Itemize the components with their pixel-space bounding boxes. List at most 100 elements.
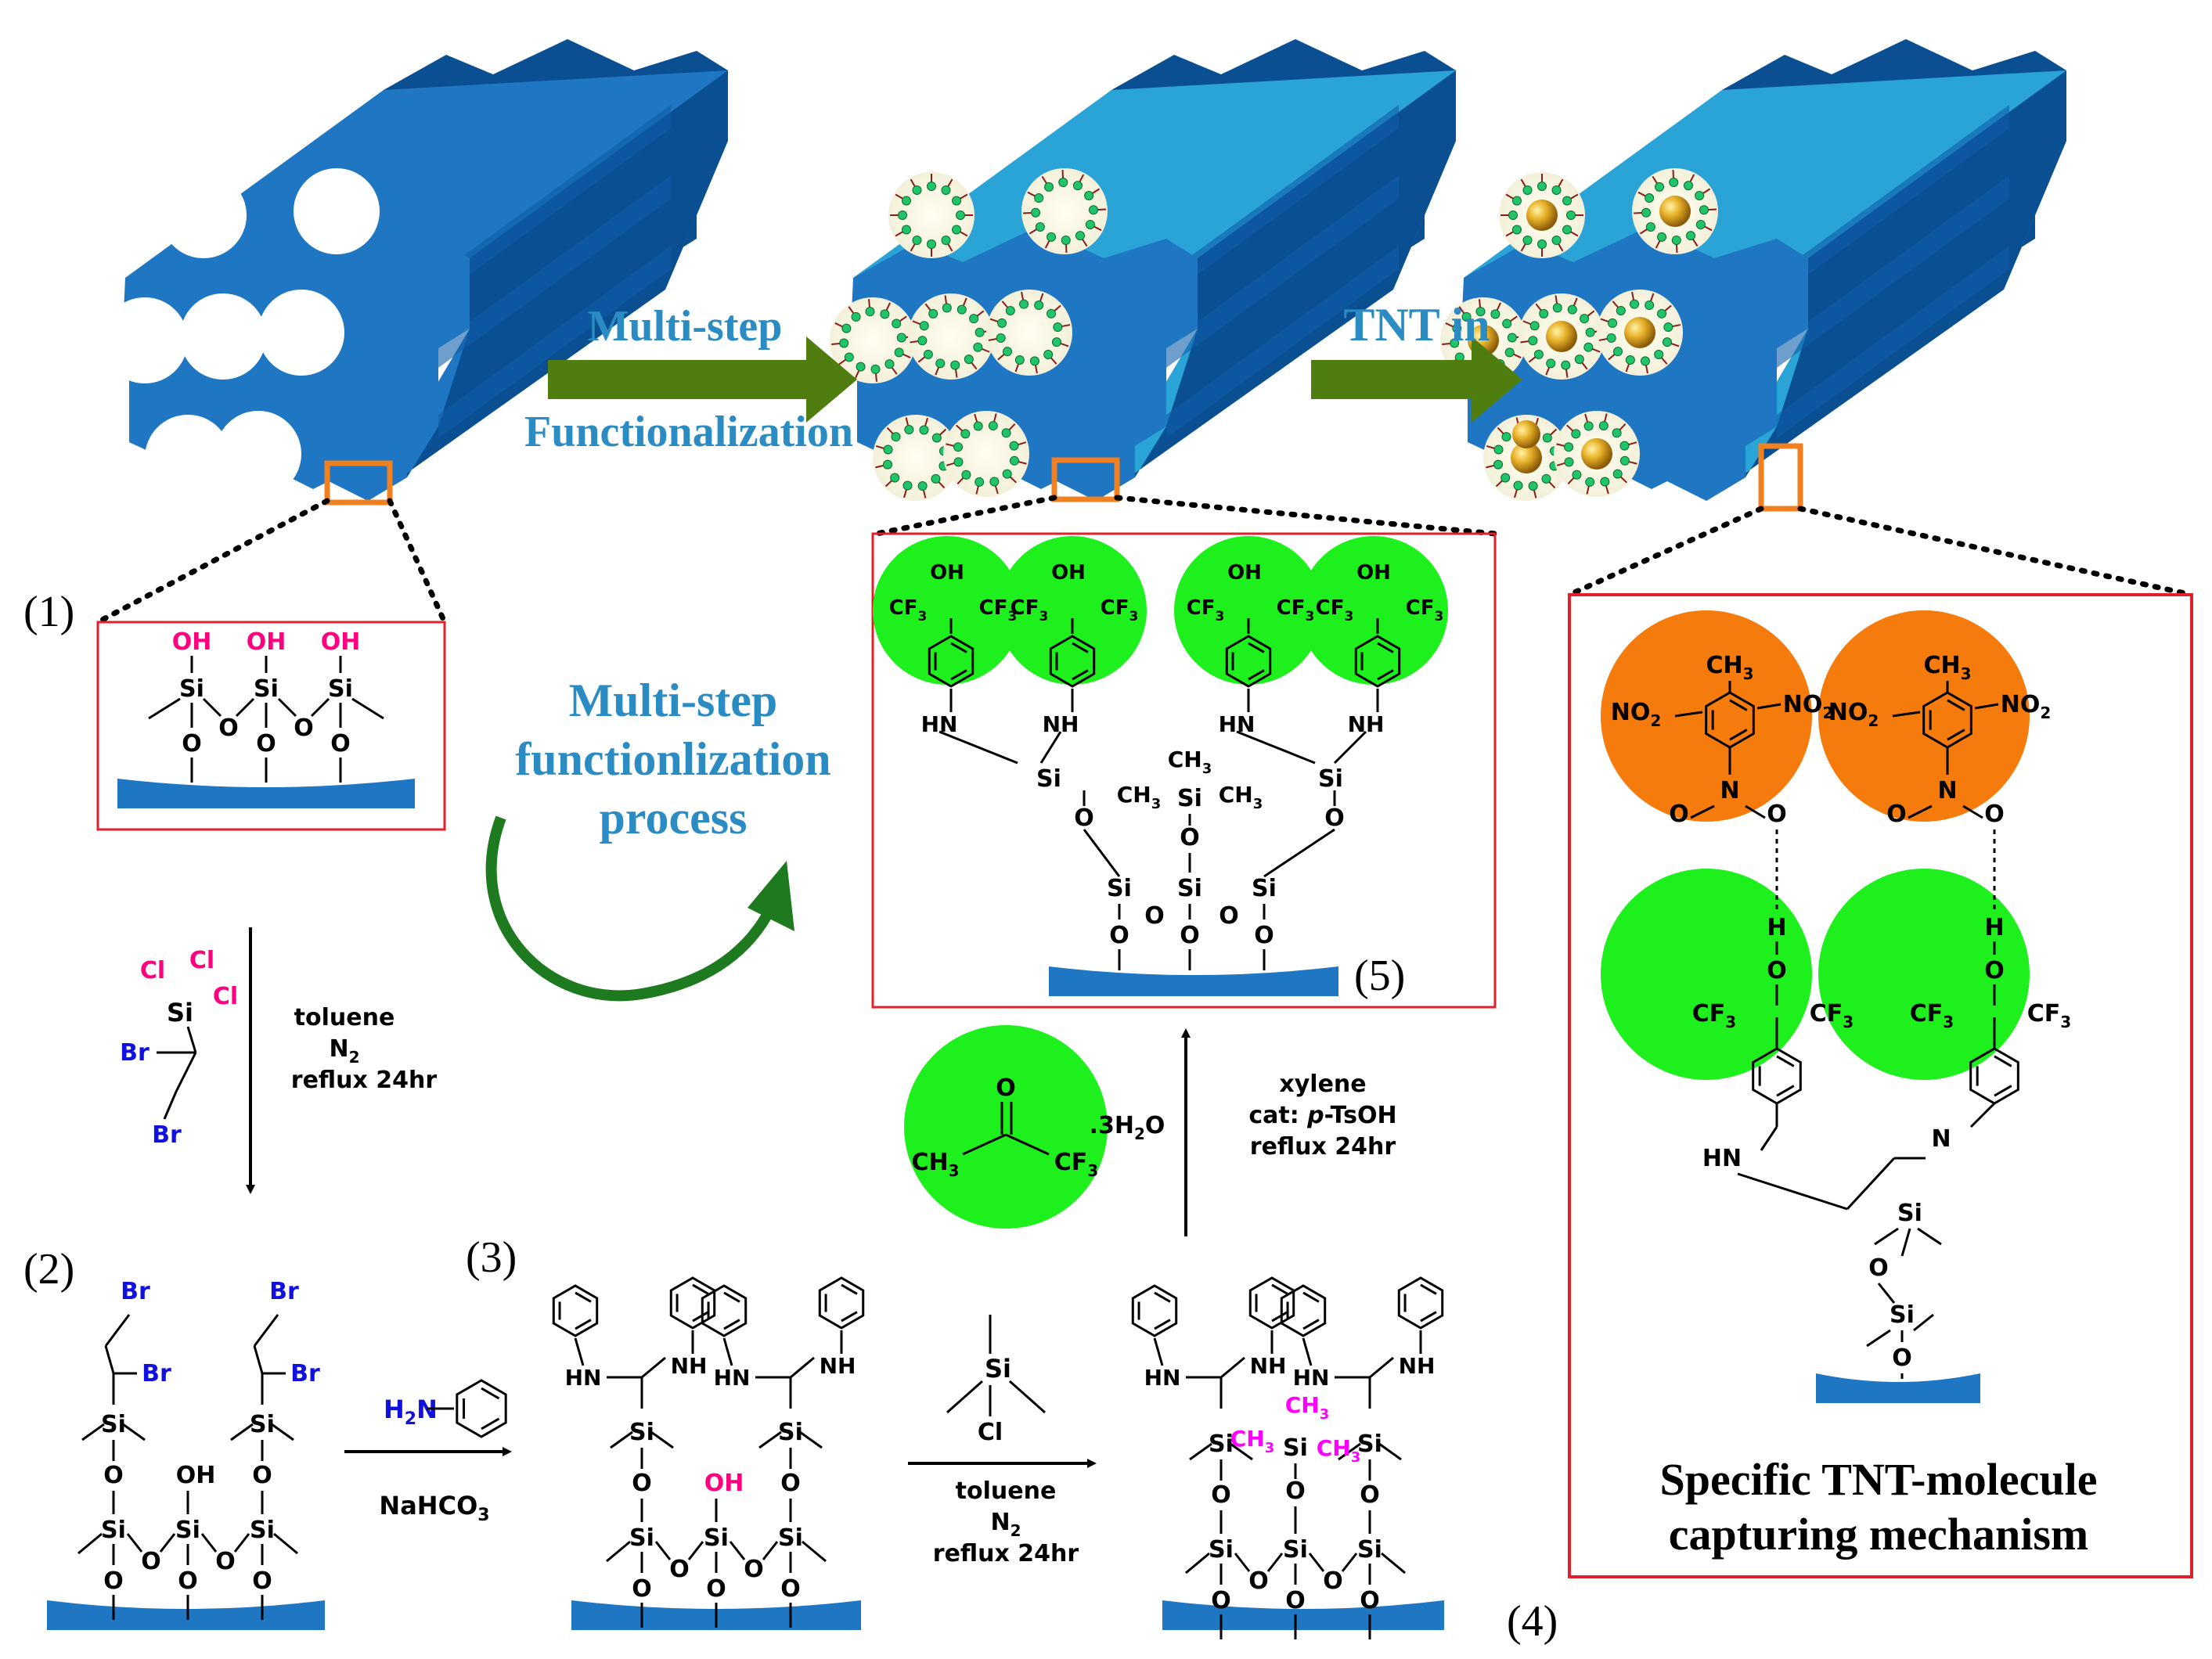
functional-group — [1009, 441, 1019, 451]
functional-group — [989, 477, 1000, 487]
functional-group — [1598, 421, 1609, 431]
double-bond — [1947, 699, 1965, 711]
r4-solvent: xylene — [1279, 1071, 1366, 1098]
zoom-lines — [95, 495, 2195, 625]
functional-group — [1537, 182, 1547, 191]
functional-group — [1640, 356, 1650, 366]
methyl-label: CH3 — [1168, 747, 1212, 777]
bond — [1266, 1553, 1284, 1572]
functional-group — [1475, 307, 1486, 317]
benzene-ring — [1280, 1284, 1327, 1337]
bond — [610, 1430, 633, 1449]
amine-label: HN — [921, 711, 958, 737]
bond — [1892, 711, 1921, 718]
bond — [729, 1541, 746, 1560]
pore-functionalized — [888, 172, 975, 258]
r1-cond: reflux 24hr — [291, 1067, 438, 1094]
functional-group — [1625, 354, 1635, 365]
functional-group — [912, 185, 922, 195]
functional-group — [1072, 181, 1083, 191]
r4-hydrate: .3H2O — [1090, 1112, 1165, 1143]
oxygen-label: O — [256, 730, 276, 758]
oxygen-label: O — [182, 730, 202, 758]
functional-group — [1511, 196, 1522, 206]
functional-group — [1507, 333, 1517, 343]
double-bond — [1377, 642, 1394, 653]
silicon-label: Si — [1177, 785, 1202, 812]
benzene-ring — [1354, 635, 1401, 688]
bridging-oxygen: O — [1323, 1567, 1343, 1595]
functional-group — [1546, 358, 1556, 369]
functional-group — [1034, 300, 1044, 311]
oxygen-label: O — [706, 1575, 726, 1603]
multistep-label-1: Multi-step — [588, 302, 783, 351]
mesoporous-particle-loaded — [1440, 39, 2066, 501]
double-bond — [1302, 1291, 1320, 1303]
r4-cat: cat: p-TsOH — [1248, 1102, 1396, 1129]
functional-group — [927, 239, 936, 249]
oxygen-label: O — [1254, 922, 1274, 949]
functional-group — [1583, 421, 1594, 431]
functional-group — [1645, 300, 1655, 311]
bromine-label: Br — [142, 1360, 171, 1387]
nitro-label: NO2 — [2001, 691, 2052, 722]
benzene-ring — [456, 1379, 507, 1438]
functional-group — [1452, 323, 1462, 333]
silica-surface — [117, 779, 415, 808]
functional-group — [1047, 232, 1057, 242]
functional-group — [1047, 308, 1057, 318]
process-label-2: functionlization — [515, 733, 830, 785]
silicon-label: Si — [985, 1354, 1011, 1384]
silica-surface — [1162, 1600, 1444, 1630]
double-bond — [1302, 1319, 1320, 1330]
oxygen-label: O — [330, 730, 351, 758]
panel-1-frame — [96, 621, 446, 831]
bond — [1083, 829, 1121, 877]
methyl-label: CH3 — [1117, 782, 1162, 812]
bond — [1341, 1553, 1358, 1572]
functional-group — [1088, 205, 1098, 215]
panel-5-frame — [871, 532, 1497, 1009]
silicon-label: Si — [1209, 1430, 1234, 1458]
silicon-label: Si — [1357, 1430, 1382, 1458]
functional-group — [1034, 193, 1044, 203]
functional-group — [1585, 327, 1595, 337]
highlight-box-3 — [1758, 443, 1803, 512]
bond — [186, 1026, 197, 1053]
pore — [258, 290, 344, 376]
functional-group — [1630, 299, 1640, 309]
bond — [574, 1337, 585, 1366]
hydrogen-label: H — [1984, 914, 2004, 941]
functional-group — [919, 425, 929, 435]
hydroxyl-label: OH — [176, 1462, 216, 1489]
oxygen-label: O — [632, 1575, 652, 1603]
functional-group — [1490, 309, 1500, 319]
bond — [762, 1541, 779, 1560]
double-bond — [575, 1319, 592, 1330]
pore-functionalized — [830, 297, 916, 383]
functional-group — [973, 421, 983, 431]
double-bond — [1248, 642, 1265, 653]
silicon-label: Si — [629, 1524, 654, 1552]
functional-group — [1551, 185, 1562, 195]
double-bond — [1248, 669, 1265, 681]
fluoroalcohol-disc — [1818, 869, 2030, 1080]
double-bond — [723, 1319, 740, 1330]
functional-group — [880, 309, 890, 319]
oxygen-label: O — [1180, 922, 1200, 949]
functional-group — [892, 318, 902, 329]
silicon-label: Si — [629, 1419, 654, 1446]
functional-group — [935, 358, 946, 369]
functional-group — [1641, 207, 1652, 218]
bond — [273, 1532, 298, 1555]
functional-group — [1580, 314, 1590, 324]
silicon-label: Si — [1318, 765, 1343, 793]
functional-group — [1561, 360, 1571, 370]
functional-group — [917, 336, 928, 346]
step-label-1: (1) — [23, 588, 74, 636]
functional-group — [898, 211, 907, 220]
amine-label: HN — [1219, 711, 1256, 737]
r4-cond: reflux 24hr — [1250, 1133, 1396, 1161]
particle-channel — [1166, 105, 1399, 297]
double-bond — [723, 1291, 740, 1303]
